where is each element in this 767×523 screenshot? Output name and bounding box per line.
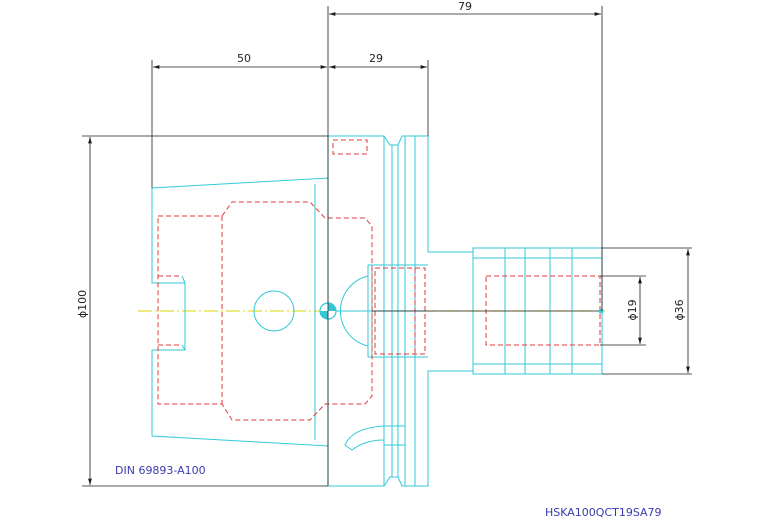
dim-taper-length: 50: [237, 52, 251, 65]
dim-flange-length: 29: [369, 52, 383, 65]
part-number: HSKA100QCT19SA79: [545, 506, 662, 519]
standard-note: DIN 69893-A100: [115, 464, 206, 477]
dim-bore-diameter: ϕ19: [626, 299, 639, 320]
taper-outline: [151, 177, 329, 447]
hidden-lines: [157, 139, 601, 421]
dim-shank-diameter: ϕ36: [673, 299, 686, 320]
dim-overall-length: 79: [458, 0, 472, 13]
cross-hole: [253, 290, 295, 332]
extension-lines: [82, 6, 692, 487]
dim-flange-diameter: ϕ100: [76, 290, 89, 318]
dimension-lines: [88, 12, 690, 485]
